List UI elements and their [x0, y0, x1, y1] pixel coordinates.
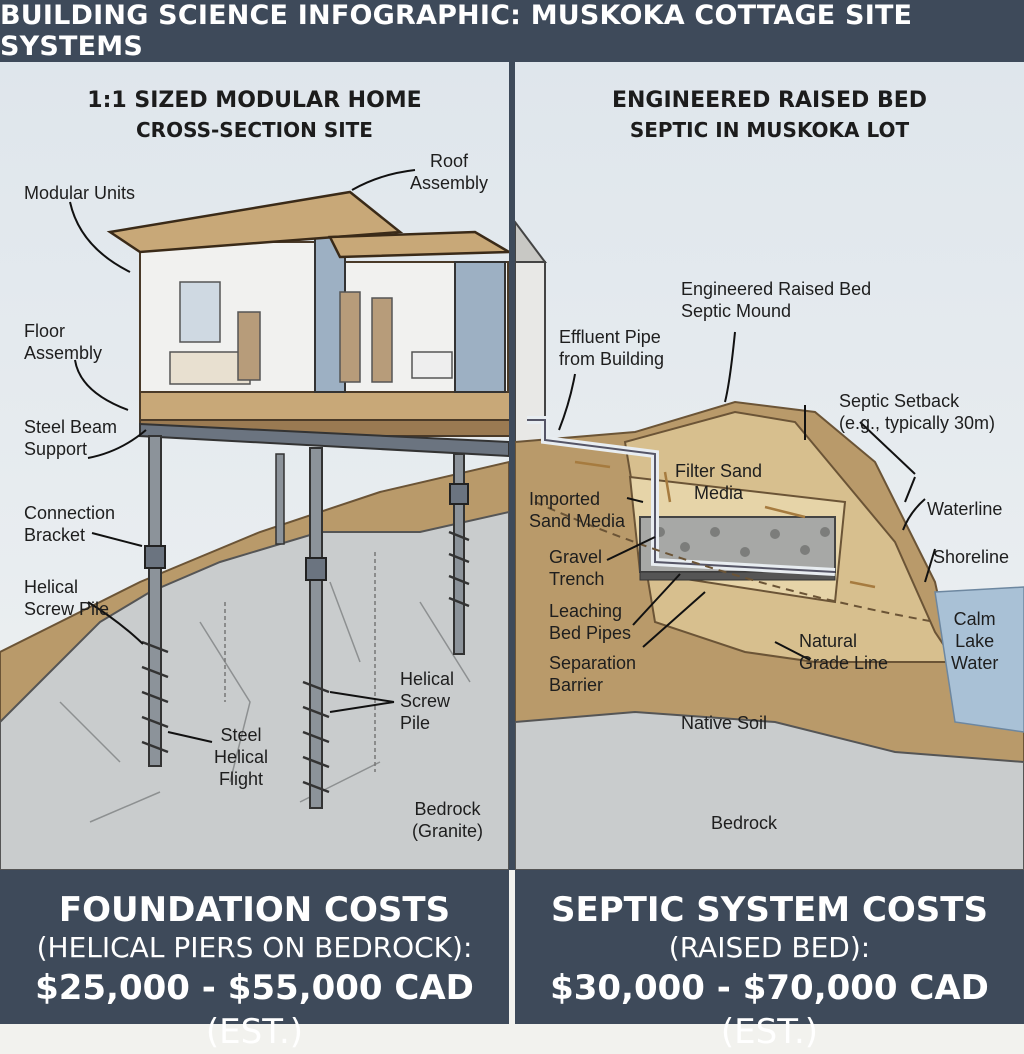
label-effluent-pipe: Effluent Pipe from Building	[559, 327, 665, 369]
foundation-cost-est: (EST.)	[205, 1012, 304, 1052]
label-natural-grade-line: Natural Grade Line	[799, 631, 889, 673]
label-waterline: Waterline	[927, 499, 1003, 519]
label-septic-mound: Engineered Raised Bed Septic Mound	[681, 279, 872, 321]
septic-cost-heading: SEPTIC SYSTEM COSTS	[551, 890, 988, 930]
label-gravel-trench: Gravel Trench	[549, 547, 605, 589]
label-imported-sand-media: Imported Sand Media	[529, 489, 626, 531]
left-panel-title-line1: 1:1 SIZED MODULAR HOME	[87, 88, 422, 113]
panel-divider	[509, 62, 515, 870]
right-panel-title-line2: SEPTIC IN MUSKOKA LOT	[629, 118, 910, 142]
label-filter-sand-media: Filter Sand Media	[675, 461, 763, 503]
label-shoreline: Shoreline	[933, 547, 1010, 567]
page-title: BUILDING SCIENCE INFOGRAPHIC: MUSKOKA CO…	[0, 0, 1024, 62]
label-calm-lake-water: Calm Lake Water	[951, 609, 999, 673]
modular-home-illustration	[0, 62, 509, 870]
label-roof-assembly: Roof Assembly	[410, 151, 489, 193]
septic-illustration	[515, 62, 1024, 870]
right-panel-title-line1: ENGINEERED RAISED BED	[611, 88, 928, 113]
label-helical-screw-pile-right: Helical Screw Pile	[400, 669, 455, 733]
label-steel-beam-support: Steel Beam Support	[24, 417, 118, 459]
label-native-soil: Native Soil	[681, 713, 768, 733]
foundation-cost-price-line: $25,000 - $55,000 CAD (EST.)	[0, 966, 509, 1054]
label-floor-assembly: Floor Assembly	[24, 321, 103, 363]
septic-cost-price-line: $30,000 - $70,000 CAD (EST.)	[515, 966, 1024, 1054]
label-septic-setback: Septic Setback (e.g., typically 30m)	[839, 391, 996, 433]
label-leaching-bed-pipes: Leaching Bed Pipes	[549, 601, 632, 643]
label-bedrock: Bedrock	[711, 813, 778, 833]
foundation-cost-box: FOUNDATION COSTS (HELICAL PIERS ON BEDRO…	[0, 870, 509, 1052]
label-connection-bracket: Connection Bracket	[24, 503, 116, 545]
modular-home-panel: 1:1 SIZED MODULAR HOME CROSS-SECTION SIT…	[0, 62, 509, 870]
septic-cost-box: SEPTIC SYSTEM COSTS (RAISED BED): $30,00…	[515, 870, 1024, 1052]
foundation-cost-price: $25,000 - $55,000 CAD	[35, 968, 474, 1008]
foundation-cost-heading: FOUNDATION COSTS	[58, 890, 451, 930]
label-bedrock-granite: Bedrock (Granite)	[412, 799, 484, 841]
label-separation-barrier: Separation Barrier	[549, 653, 637, 695]
cost-divider	[509, 870, 515, 1024]
label-modular-units: Modular Units	[24, 183, 136, 203]
septic-cost-subheading: (RAISED BED):	[668, 931, 871, 964]
foundation-cost-subheading: (HELICAL PIERS ON BEDROCK):	[36, 931, 473, 964]
label-helical-screw-pile-left: Helical Screw Pile	[24, 577, 110, 619]
left-panel-title-line2: CROSS-SECTION SITE	[136, 118, 373, 142]
septic-cost-est: (EST.)	[720, 1012, 819, 1052]
septic-cost-price: $30,000 - $70,000 CAD	[550, 968, 989, 1008]
septic-panel: ENGINEERED RAISED BED SEPTIC IN MUSKOKA …	[515, 62, 1024, 870]
label-steel-helical-flight: Steel Helical Flight	[214, 725, 269, 789]
